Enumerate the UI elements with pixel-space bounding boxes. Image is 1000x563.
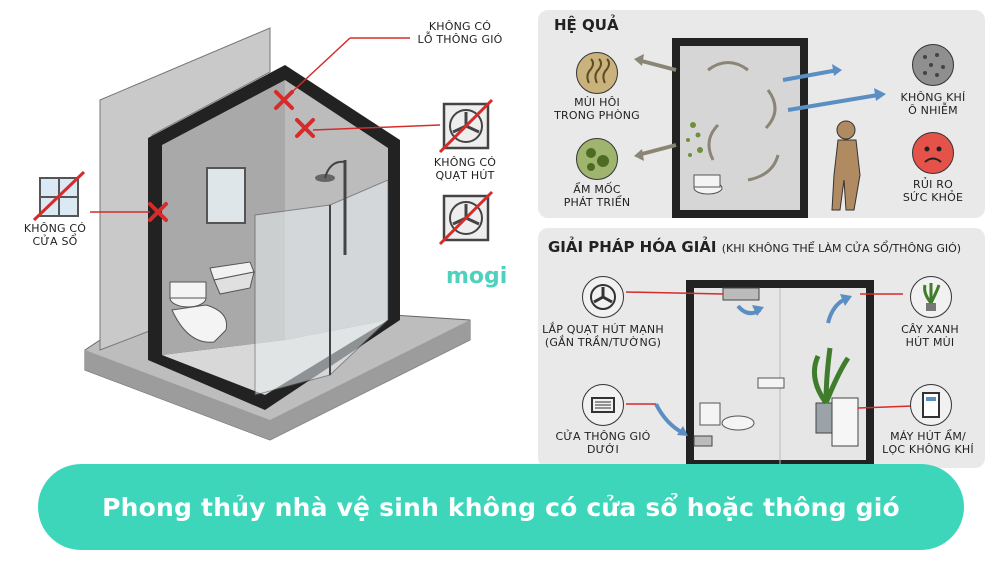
label-odor: MÙI HÔI TRONG PHÒNG [554,96,640,122]
solutions-room-illustration [625,280,914,468]
exhaust-fan-crossed-icon-1 [438,98,494,154]
plant-icon [910,276,952,318]
label-plant: CÂY XANH HÚT MÙI [901,323,959,349]
isometric-bathroom-illustration [32,27,494,441]
label-no-exhaust-fan: KHÔNG CÓ QUẠT HÚT [433,156,497,182]
solutions-heading: GIẢI PHÁP HÓA GIẢI [548,238,717,256]
odor-icon [576,52,618,94]
vent-grille-icon [582,384,624,426]
window-icon [32,170,86,222]
title-banner: Phong thủy nhà vệ sinh không có cửa sổ h… [38,464,964,550]
label-mold: ẨM MỐC PHÁT TRIỂN [563,183,631,209]
label-dehumidifier: MÁY HÚT ẨM/ LỌC KHÔNG KHÍ [882,430,974,456]
mold-icon [576,138,618,180]
solutions-title: GIẢI PHÁP HÓA GIẢI (KHI KHÔNG THỂ LÀM CỬ… [548,238,961,256]
sick-face-icon [912,132,954,174]
polluted-air-icon [912,44,954,86]
x-marker-window [148,202,168,222]
label-polluted-air: KHÔNG KHÍ Ô NHIỄM [900,91,966,117]
label-vent-grille: CỬA THÔNG GIÓ DƯỚI [555,430,651,456]
consequences-title: HỆ QUẢ [554,16,619,34]
x-marker-vent [274,90,294,110]
label-exhaust-fan: LẮP QUẠT HÚT MẠNH (GẮN TRẦN/TƯỜNG) [542,323,664,349]
label-no-vent-hole: KHÔNG CÓ LỖ THÔNG GIÓ [417,20,503,46]
dehumidifier-icon [910,384,952,426]
exhaust-fan-crossed-icon-2 [438,190,494,246]
mogi-watermark: mogi [446,264,508,289]
label-no-window: KHÔNG CÓ CỬA SỔ [23,222,87,248]
x-marker-fan [295,118,315,138]
exhaust-fan-icon [582,276,624,318]
solutions-subtitle: (KHI KHÔNG THỂ LÀM CỬA SỔ/THÔNG GIÓ) [721,242,962,255]
label-health-risk: RỦI RO SỨC KHỎE [902,178,964,204]
banner-title: Phong thủy nhà vệ sinh không có cửa sổ h… [102,492,900,522]
consequences-room-illustration [634,38,886,218]
